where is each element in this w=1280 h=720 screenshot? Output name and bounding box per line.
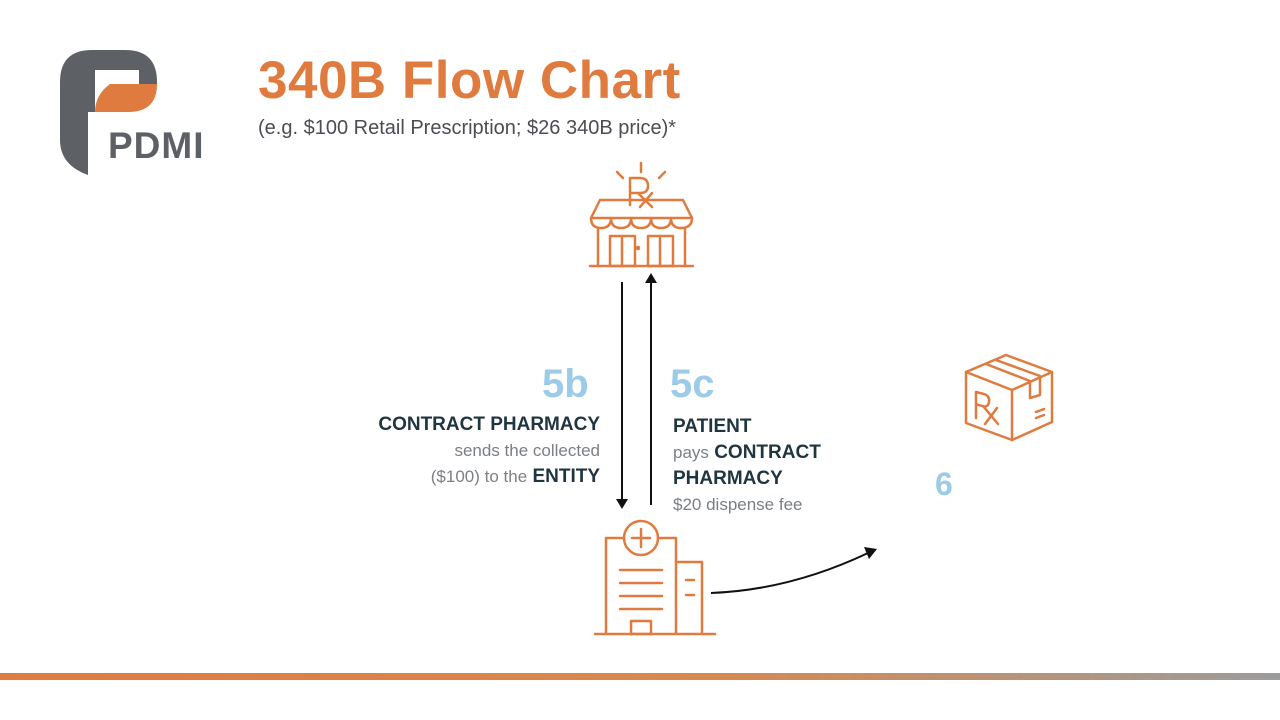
page-subtitle: (e.g. $100 Retail Prescription; $26 340B… [258,117,677,139]
footer-accent-bar [0,673,1280,680]
step-5c-line3: PHARMACY [673,468,783,489]
step-5c-line4: $20 dispense fee [673,495,803,514]
step-5c-line2: pays CONTRACT [673,440,821,466]
pharmacy-store-icon [588,161,695,268]
step-5b-description: CONTRACT PHARMACY sends the collected ($… [378,412,600,490]
step-5c-description: PATIENT pays CONTRACT PHARMACY $20 dispe… [673,414,821,518]
page-title: 340B Flow Chart [258,51,681,110]
arrow-5c-up [645,273,657,505]
step-5c-line1: PATIENT [673,416,752,437]
arrow-5b-down [616,282,628,509]
step-5b-line1: CONTRACT PHARMACY [378,414,600,435]
step-5b-line3-plain: ($100) to the [430,467,528,486]
hospital-building-icon [593,519,717,636]
brand-name: PDMI [108,125,205,166]
pdmi-logo-icon [60,50,157,175]
step-5c-number: 5c [670,362,715,406]
step-5b-line2: sends the collected [454,441,600,460]
step-5b-line3: ($100) to the ENTITY [378,464,600,490]
step-5c-line2-plain: pays [673,443,709,462]
arrow-to-step-6 [710,547,877,594]
rx-package-icon [964,353,1054,442]
step-5b-number: 5b [542,362,589,406]
step-5c-line2-bold: CONTRACT [714,442,821,463]
step-5b-line3-bold: ENTITY [532,466,600,487]
step-6-number: 6 [935,466,953,502]
